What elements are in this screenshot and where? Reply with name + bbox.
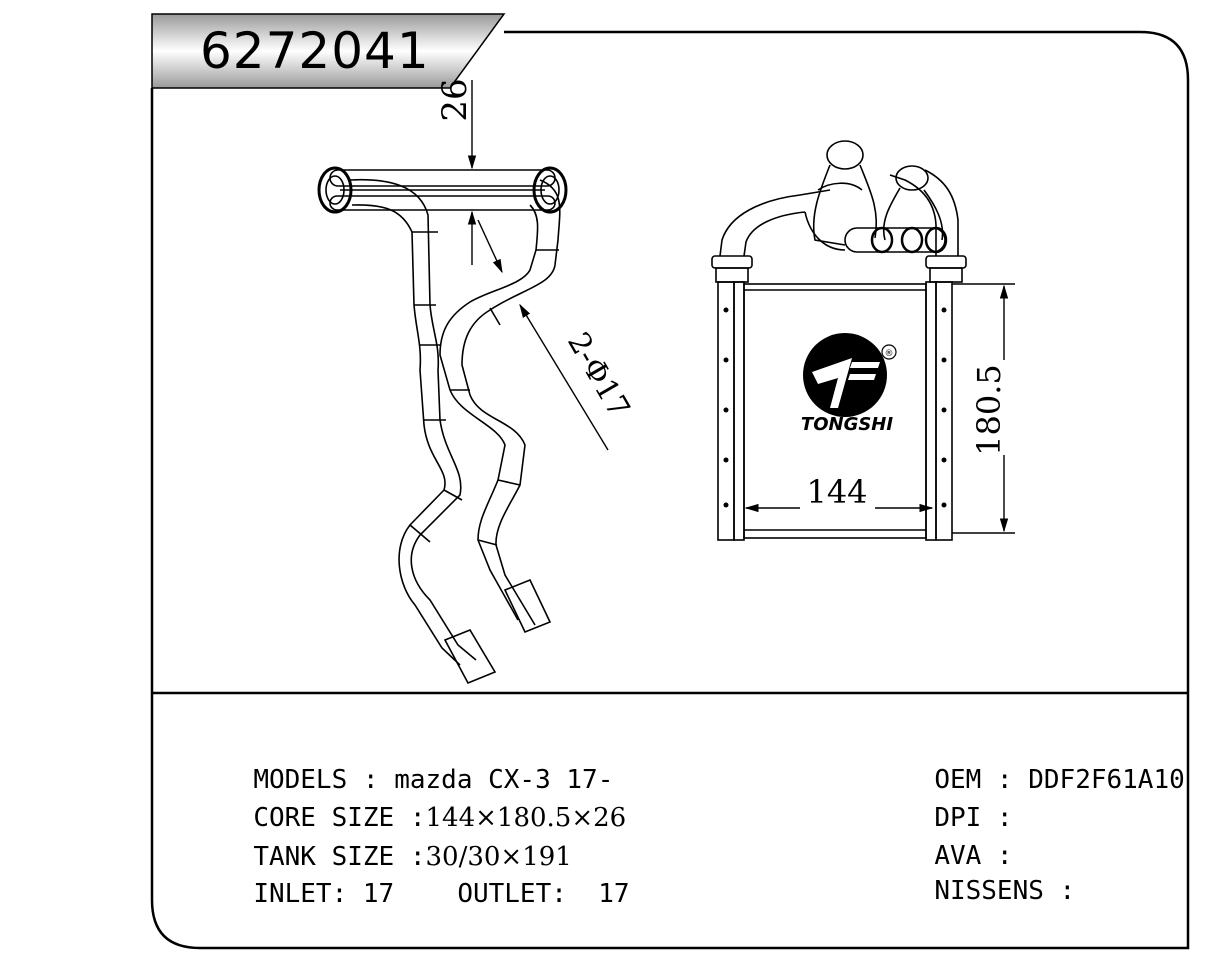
part-number-tab	[151, 13, 506, 89]
height-dimension	[952, 283, 1015, 534]
depth-label: 26	[435, 78, 475, 121]
spec-tank-size-value: 30/30×191	[425, 842, 572, 872]
spec-dpi-label: DPI :	[934, 803, 1029, 833]
spec-nissens: NISSENS :	[903, 846, 1091, 906]
spec-oem-label: OEM :	[934, 765, 1029, 795]
sheet-border	[150, 30, 1190, 950]
spec-models: MODELS : mazda CX-3 17-	[222, 735, 613, 795]
spec-outlet: OUTLET: 17	[426, 849, 630, 909]
width-label: 144	[806, 473, 867, 511]
spec-outlet-label: OUTLET:	[457, 879, 599, 909]
tongshi-logo	[803, 333, 897, 417]
spec-nissens-label: NISSENS :	[934, 876, 1091, 906]
pipe-diameter-label: 2-Φ17	[560, 327, 636, 424]
side-view	[317, 166, 568, 685]
front-view	[711, 140, 967, 541]
spec-tank-size-label: TANK SIZE :	[253, 842, 426, 872]
spec-outlet-value: 17	[598, 879, 630, 909]
part-number: 6272041	[200, 22, 430, 80]
registered-mark: ®	[885, 349, 894, 359]
spec-tank-size: TANK SIZE :30/30×191	[222, 812, 572, 872]
spec-inlet: INLET: 17	[222, 849, 394, 909]
spec-oem-value: DDF2F61A10	[1028, 765, 1185, 795]
pipe-diameter-leader	[477, 219, 609, 451]
spec-core-size: CORE SIZE :144×180.5×26	[222, 773, 626, 833]
spec-oem: OEM : DDF2F61A10	[903, 735, 1185, 795]
spec-core-size-label: CORE SIZE :	[253, 803, 426, 833]
height-label: 180.5	[970, 364, 1008, 456]
tank-dots	[723, 307, 947, 508]
spec-models-value: mazda CX-3 17-	[394, 765, 614, 795]
spec-ava: AVA :	[903, 811, 1028, 871]
spec-dpi: DPI :	[903, 773, 1028, 833]
spec-models-label: MODELS :	[253, 765, 395, 795]
spec-core-size-value: 144×180.5×26	[425, 803, 627, 833]
spec-inlet-value: 17	[362, 879, 395, 909]
brand-name: TONGSHI	[801, 414, 893, 435]
spec-inlet-label: INLET:	[253, 879, 363, 909]
spec-ava-label: AVA :	[934, 841, 1029, 871]
